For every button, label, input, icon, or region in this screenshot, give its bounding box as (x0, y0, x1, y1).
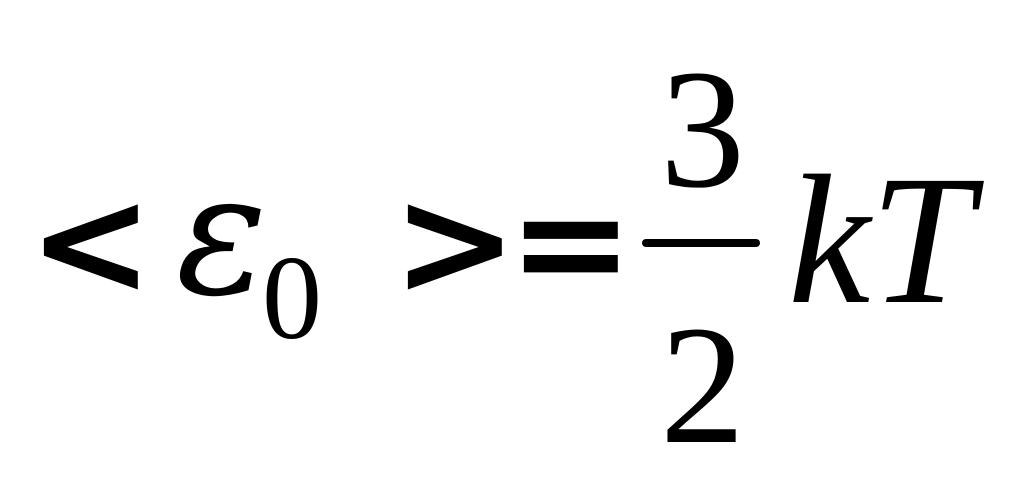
variables-kt: kT (788, 138, 973, 343)
fraction-numerator: 3 (660, 35, 745, 223)
close-angle-bracket: > (392, 156, 518, 330)
equals-sign: = (508, 156, 634, 330)
epsilon-symbol: ε (176, 136, 268, 334)
fraction-denominator: 2 (660, 291, 745, 479)
subscript-zero: 0 (262, 231, 322, 364)
fraction-bar (642, 239, 760, 247)
open-angle-bracket: < (28, 156, 154, 330)
